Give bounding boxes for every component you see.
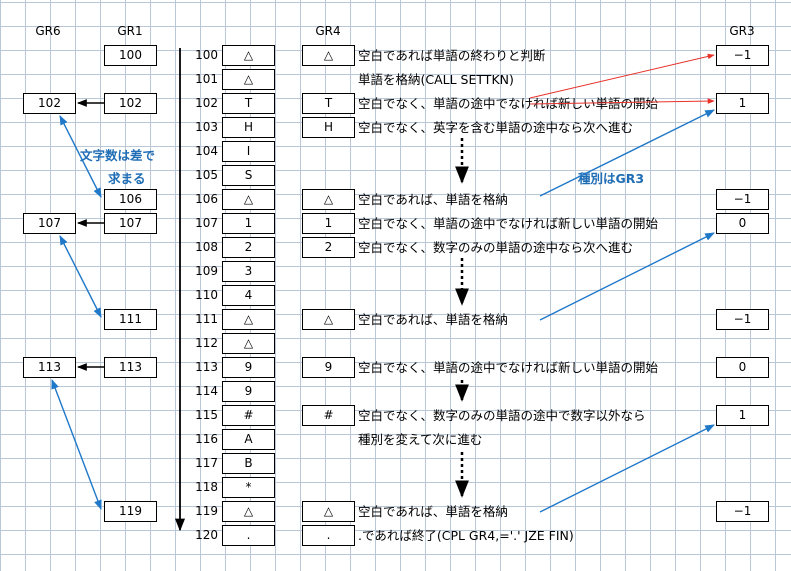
mem-char: △ [222, 45, 275, 66]
addr-106: 106 [195, 192, 218, 206]
mem-char: . [222, 525, 275, 546]
diff-arrow [51, 379, 102, 510]
mem-char: A [222, 429, 275, 450]
description-text: 空白でなく、単語の途中でなければ新しい単語の開始 [358, 216, 659, 231]
gr3-value: 0 [716, 357, 769, 378]
gr4-value: △ [302, 45, 355, 66]
addr-118: 118 [195, 480, 218, 494]
description-text: 空白であれば単語の終わりと判断 [358, 48, 546, 63]
description-text: 空白でなく、単語の途中でなければ新しい単語の開始 [358, 96, 659, 111]
addr-102: 102 [195, 96, 218, 110]
mem-char: 3 [222, 261, 275, 282]
red-arrow [529, 53, 715, 99]
description-text: .であれば終了(CPL GR4,='.' JZE FIN) [358, 528, 574, 543]
mem-char: 9 [222, 357, 275, 378]
description-text: 空白であれば、単語を格納 [358, 192, 508, 207]
description-text: 空白であれば、単語を格納 [358, 312, 508, 327]
addr-115: 115 [195, 408, 218, 422]
note-char-count-2: 求まる [108, 171, 146, 186]
gr3-value: −1 [716, 501, 769, 522]
diff-arrow [59, 115, 102, 198]
addr-107: 107 [195, 216, 218, 230]
gr6-value: 102 [23, 93, 76, 114]
kind-arrow [539, 424, 715, 513]
description-text: 空白であれば、単語を格納 [358, 504, 508, 519]
addr-110: 110 [195, 288, 218, 302]
addr-109: 109 [195, 264, 218, 278]
gr4-value: 1 [302, 213, 355, 234]
gr3-value: 0 [716, 213, 769, 234]
gr4-value: 2 [302, 237, 355, 258]
mem-char: △ [222, 333, 275, 354]
addr-108: 108 [195, 240, 218, 254]
mem-char: B [222, 453, 275, 474]
mem-char: △ [222, 309, 275, 330]
addr-111: 111 [195, 312, 218, 326]
addr-103: 103 [195, 120, 218, 134]
gr1-value: 102 [104, 93, 157, 114]
mem-char: 4 [222, 285, 275, 306]
gr4-value: △ [302, 501, 355, 522]
gr4-value: H [302, 117, 355, 138]
gr1-value: 119 [104, 501, 157, 522]
addr-114: 114 [195, 384, 218, 398]
gr4-value: △ [302, 189, 355, 210]
gr1-value: 107 [104, 213, 157, 234]
addr-112: 112 [195, 336, 218, 350]
gr1-value: 111 [104, 309, 157, 330]
header-gr1: GR1 [117, 24, 143, 38]
addr-113: 113 [195, 360, 218, 374]
mem-char: △ [222, 69, 275, 90]
kind-arrow [539, 232, 715, 321]
description-text: 単語を格納(CALL SETTKN) [358, 72, 514, 87]
gr3-value: −1 [716, 45, 769, 66]
gr3-value: 1 [716, 93, 769, 114]
mem-char: I [222, 141, 275, 162]
mem-char: * [222, 477, 275, 498]
kind-arrow [539, 109, 715, 197]
mem-char: 2 [222, 237, 275, 258]
gr3-value: −1 [716, 309, 769, 330]
mem-char: H [222, 117, 275, 138]
gr4-value: △ [302, 309, 355, 330]
addr-117: 117 [195, 456, 218, 470]
header-gr6: GR6 [35, 24, 61, 38]
gr1-value: 100 [104, 45, 157, 66]
description-text: 種別を変えて次に進む [358, 432, 483, 447]
mem-char: S [222, 165, 275, 186]
addr-116: 116 [195, 432, 218, 446]
description-text: 空白でなく、英字を含む単語の途中なら次へ進む [358, 120, 634, 135]
description-text: 空白でなく、数字のみの単語の途中なら次へ進む [358, 240, 634, 255]
mem-char: # [222, 405, 275, 426]
description-text: 空白でなく、数字のみの単語の途中で数字以外なら [358, 408, 646, 423]
mem-char: 9 [222, 381, 275, 402]
gr4-value: T [302, 93, 355, 114]
description-text: 空白でなく、単語の途中でなければ新しい単語の開始 [358, 360, 659, 375]
header-gr3: GR3 [729, 24, 755, 38]
gr1-value: 106 [104, 189, 157, 210]
gr6-value: 113 [23, 357, 76, 378]
gr6-value: 107 [23, 213, 76, 234]
header-gr4: GR4 [315, 24, 341, 38]
addr-119: 119 [195, 504, 218, 518]
addr-100: 100 [195, 48, 218, 62]
diff-arrow [59, 235, 102, 318]
addr-120: 120 [195, 528, 218, 542]
addr-105: 105 [195, 168, 218, 182]
gr1-value: 113 [104, 357, 157, 378]
mem-char: T [222, 93, 275, 114]
gr4-value: . [302, 525, 355, 546]
gr3-value: 1 [716, 405, 769, 426]
note-kind-gr3: 種別はGR3 [578, 171, 645, 186]
gr4-value: 9 [302, 357, 355, 378]
mem-char: 1 [222, 213, 275, 234]
red-arrow [529, 98, 715, 105]
mem-char: △ [222, 189, 275, 210]
mem-char: △ [222, 501, 275, 522]
addr-104: 104 [195, 144, 218, 158]
gr4-value: # [302, 405, 355, 426]
gr3-value: −1 [716, 189, 769, 210]
addr-101: 101 [195, 72, 218, 86]
